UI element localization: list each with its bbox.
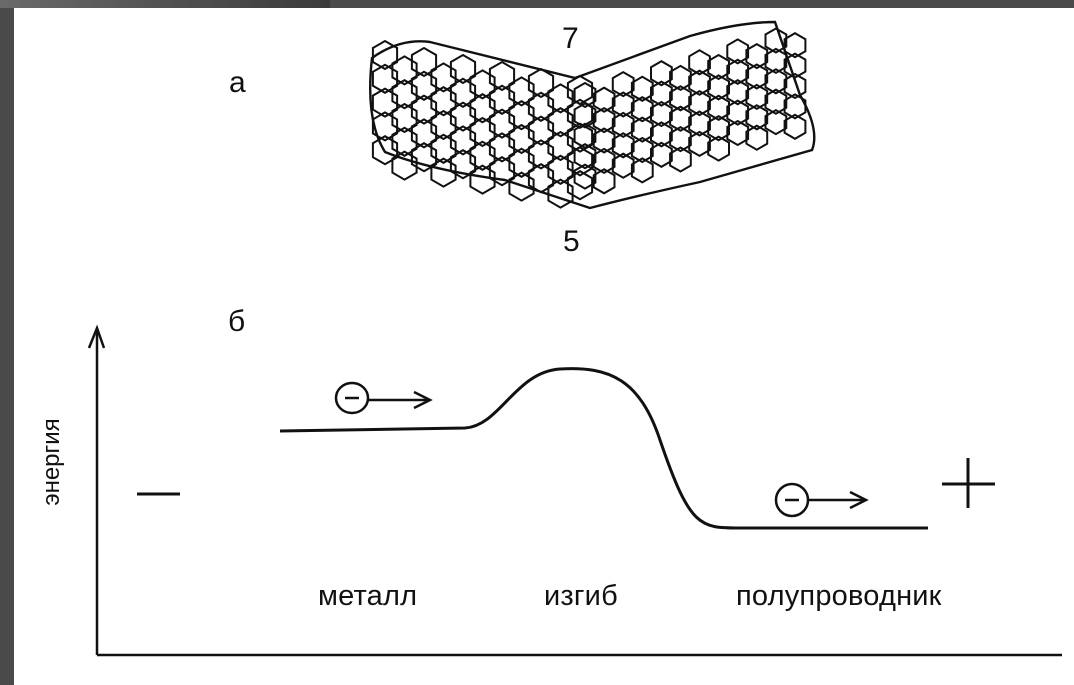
panel-a-label: а xyxy=(229,66,246,100)
panel-b-label: б xyxy=(228,305,245,339)
y-axis-label: энергия xyxy=(38,418,66,505)
defect-heptagon-label: 7 xyxy=(562,22,579,56)
electron-metal xyxy=(336,383,430,413)
hex-lattice xyxy=(373,29,806,208)
region-label-metal: металл xyxy=(318,580,417,613)
defect-pentagon-label: 5 xyxy=(563,225,580,259)
energy-profile-curve xyxy=(280,369,928,528)
bent-nanotube xyxy=(370,22,814,208)
region-label-bend: изгиб xyxy=(544,580,618,613)
electron-semiconductor xyxy=(776,484,866,516)
region-label-semiconductor: полупроводник xyxy=(736,580,942,613)
plus-electrode-sign xyxy=(942,458,995,508)
